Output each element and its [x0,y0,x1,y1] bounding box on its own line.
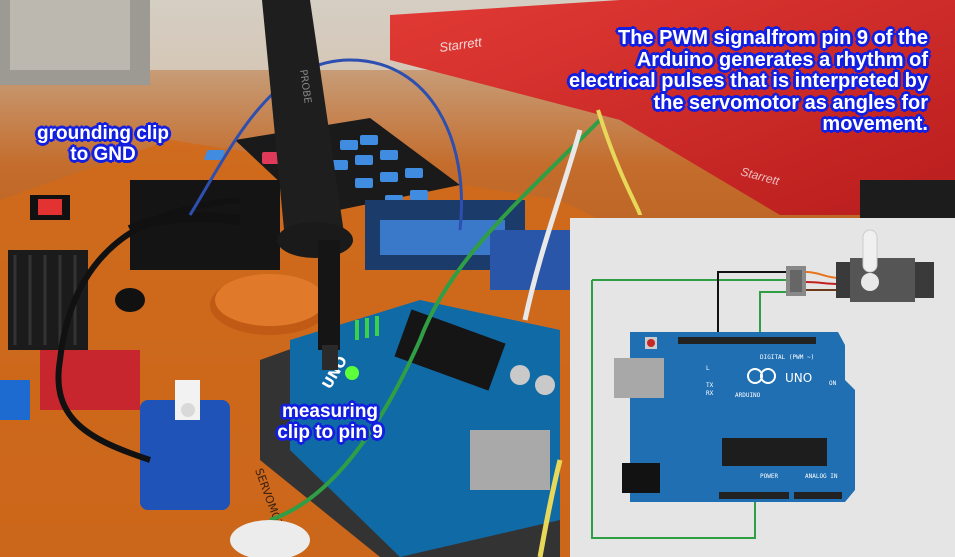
pwm-line-4: the servomotor as angles for [653,91,928,114]
pwm-line-5: movement. [822,113,928,136]
schematic-rx-label: RX [706,390,714,397]
grounding-line-1: grounding clip [37,123,169,144]
red-box [390,0,955,215]
pwm-line-2: Arduino generates a rhythm of [636,48,928,71]
measuring-annotation: measuring clip to pin 9 [268,401,392,443]
schematic-power-label: POWER [760,473,778,480]
schematic-analog-label: ANALOG IN [805,473,838,480]
schematic-wire-green [591,280,756,539]
pwm-line-1: The PWM signalfrom pin 9 of the [618,27,928,49]
servo-photo [140,400,230,510]
schematic-wire-black [717,271,788,335]
schematic-tx-label: TX [706,382,714,389]
pwm-line-3: electrical pulses that is interpreted by [568,70,928,93]
box-brand-text: Starrett [438,34,484,55]
grounding-annotation: grounding clip to GND [28,123,178,165]
schematic-board-name: UNO [785,371,812,385]
schematic-on-label: ON [829,380,837,387]
pwm-annotation: The PWM signalfrom pin 9 of the Arduino … [548,27,928,136]
schematic-brand: ARDUINO [735,392,761,399]
grounding-line-2: to GND [70,143,136,165]
schematic-inset: ARDUINO UNO DIGITAL (PWM ~) POWER ANALOG… [570,218,955,557]
green-wire-photo [269,118,602,522]
schematic-l-label: L [706,365,710,372]
schematic-digital-label: DIGITAL (PWM ~) [760,354,814,361]
measuring-line-1: measuring [281,401,379,422]
probe-body [262,0,345,240]
probe-text: PROBE [297,69,313,104]
measuring-line-2: clip to pin 9 [277,421,383,443]
